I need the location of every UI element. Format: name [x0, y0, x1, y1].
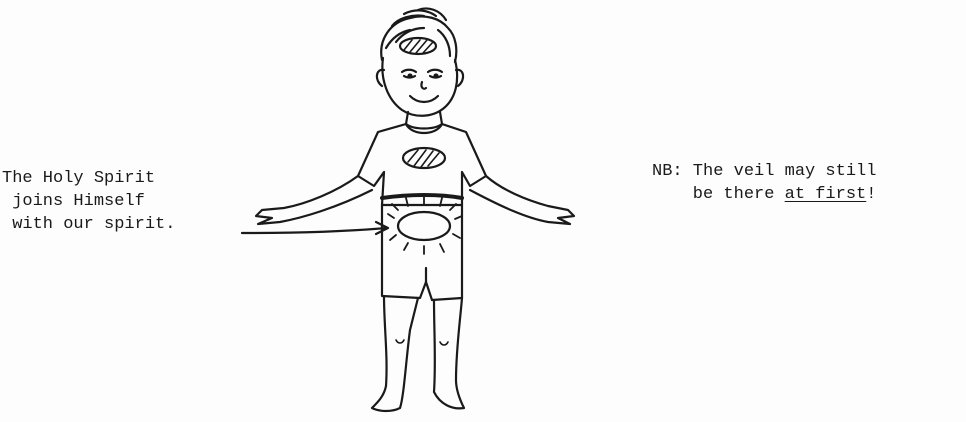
head	[382, 58, 457, 116]
note-underlined-phrase: at first	[785, 185, 867, 204]
caption-left-line-1: The Holy Spirit	[2, 169, 155, 188]
caption-left-line-2: joins Himself	[2, 192, 145, 211]
right-eye	[428, 70, 442, 72]
chest-veil	[403, 148, 445, 168]
left-pupil	[409, 75, 412, 78]
left-leg	[372, 296, 418, 411]
caption-left-line-3: with our spirit.	[2, 215, 175, 234]
note-line-2-end: !	[866, 185, 876, 204]
caption-left: The Holy Spirit joins Himself with our s…	[2, 167, 175, 236]
left-knee	[396, 340, 404, 343]
left-arm	[256, 176, 372, 224]
forehead-veil	[400, 38, 436, 54]
left-eye	[402, 70, 416, 72]
caption-right-note: NB: The veil may still be there at first…	[652, 160, 876, 206]
right-arm	[470, 176, 574, 224]
right-knee	[440, 342, 448, 345]
right-leg	[434, 298, 464, 408]
mouth	[410, 96, 438, 102]
right-pupil	[435, 75, 438, 78]
shorts	[382, 205, 462, 300]
nose	[421, 82, 426, 89]
belt-line	[382, 195, 462, 198]
note-line-2-start: be there	[652, 185, 785, 204]
note-line-1: NB: The veil may still	[652, 162, 876, 181]
